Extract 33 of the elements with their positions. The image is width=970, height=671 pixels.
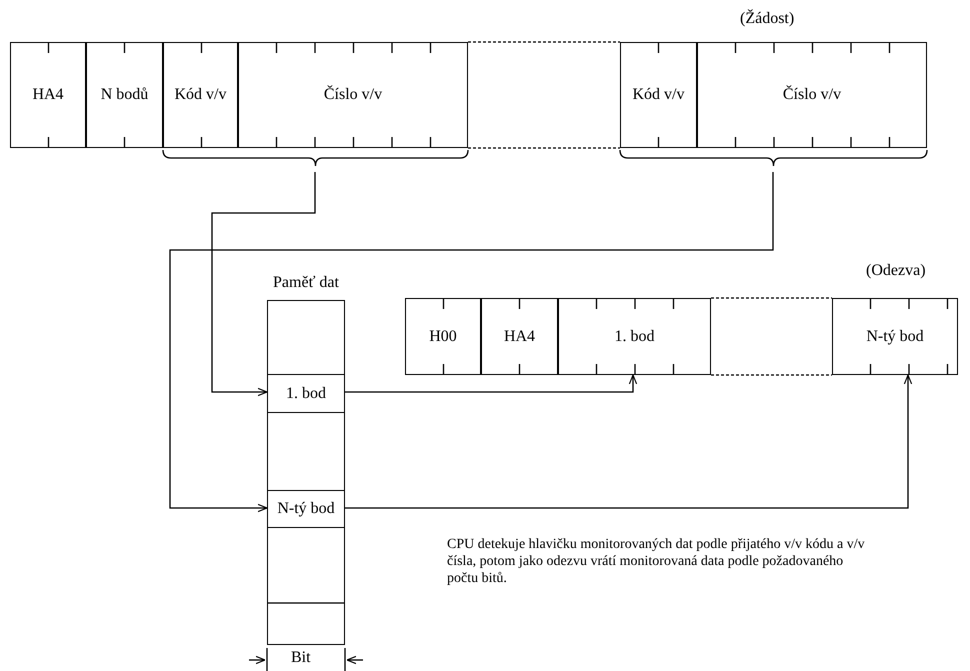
frame-field <box>238 42 468 148</box>
note-text: CPU detekuje hlavičku monitorovaných dat podle přijatého v/v kódu a v/v čísla, potom jako odezvu vrátí monitorovaná data podle požadovaného počtu bitů. <box>447 536 866 587</box>
field-label: Kód v/v <box>174 86 226 104</box>
field-label: N-tý bod <box>866 328 924 346</box>
field-label: HA4 <box>504 328 536 346</box>
frame-field <box>163 42 238 148</box>
field-label: 1. bod <box>614 328 654 346</box>
arrow <box>345 374 638 393</box>
dimension-label: Bit <box>291 649 311 667</box>
field-label: 1. bod <box>286 384 326 402</box>
field-label: H00 <box>429 328 457 346</box>
field-label: N-tý bod <box>277 500 335 518</box>
frame-field <box>10 42 86 148</box>
arrow <box>345 374 912 509</box>
frame-field <box>697 42 927 148</box>
frame-field <box>558 298 711 375</box>
frame-field <box>832 298 958 375</box>
field-label: Číslo v/v <box>324 86 382 104</box>
field-label: N bodů <box>100 86 148 104</box>
field-label: Číslo v/v <box>782 86 842 104</box>
memory-cell <box>267 490 345 528</box>
field-label: Kód v/v <box>632 86 684 104</box>
frame-field <box>86 42 163 148</box>
frame-caption: (Odezva) <box>866 262 926 280</box>
field-label: HA4 <box>32 86 64 104</box>
frame-field <box>620 42 697 148</box>
memory-cell <box>267 374 345 413</box>
frame-field <box>405 298 481 375</box>
arrow <box>211 172 316 396</box>
frame-field <box>481 298 558 375</box>
column-heading: Paměť dat <box>273 274 339 292</box>
arrow <box>169 172 774 512</box>
frame-caption: (Žádost) <box>740 10 794 28</box>
